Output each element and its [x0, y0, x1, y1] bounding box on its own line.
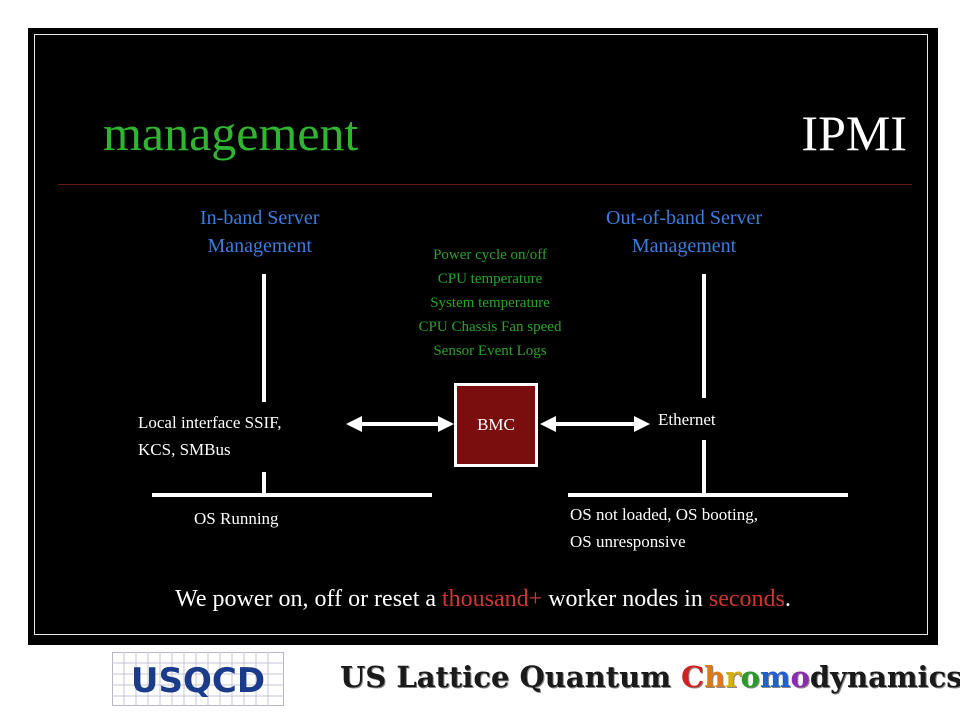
slide: management IPMI In-band Server Managemen…	[28, 28, 938, 645]
out-of-band-label-line1: Out-of-band Server	[606, 207, 763, 229]
title-divider	[58, 184, 912, 185]
footer-text-pre: US Lattice Quantum	[340, 660, 682, 694]
usqcd-logo-text: USQCD	[131, 661, 265, 701]
in-band-connector-bottom	[262, 472, 266, 494]
sentence-highlight-seconds: seconds	[708, 586, 785, 612]
local-interface-line1: Local interface SSIF,	[138, 413, 282, 432]
bmc-feature: System temperature	[430, 295, 550, 311]
os-running-label: OS Running	[194, 509, 279, 528]
os-not-loaded-line1: OS not loaded, OS booting,	[570, 505, 758, 524]
out-of-band-connector-bottom	[702, 440, 706, 494]
bmc-feature: CPU temperature	[437, 271, 543, 287]
sentence-part1: We power on, off or reset a	[175, 586, 443, 612]
bmc-feature: Sensor Event Logs	[433, 343, 547, 359]
left-double-arrow	[346, 416, 454, 432]
bottom-sentence: We power on, off or reset a thousand+ wo…	[28, 586, 938, 613]
os-not-loaded-label: OS not loaded, OS booting, OS unresponsi…	[570, 501, 758, 555]
footer-title: US Lattice Quantum Chromodynamics	[340, 660, 960, 694]
out-of-band-connector-top	[702, 274, 706, 398]
slide-border	[34, 34, 928, 635]
usqcd-logo: USQCD	[112, 652, 284, 706]
bmc-box: BMC	[454, 383, 538, 467]
connection-arrows	[346, 416, 650, 432]
sentence-highlight-thousand: thousand+	[442, 586, 543, 612]
local-interface-line2: KCS, SMBus	[138, 440, 231, 460]
in-band-bus	[152, 493, 432, 497]
in-band-label: In-band Server Management	[200, 204, 319, 260]
title-management: management	[103, 105, 359, 161]
sentence-part3: .	[784, 586, 791, 612]
out-of-band-label-line2: Management	[631, 235, 737, 257]
chromo-letter: o	[740, 660, 760, 694]
in-band-connector-top	[262, 274, 266, 402]
chromo-letter: m	[759, 660, 791, 694]
bmc-feature: CPU Chassis Fan speed	[418, 319, 562, 335]
in-band-label-line1: In-band Server	[200, 207, 320, 229]
ethernet-label: Ethernet	[658, 410, 716, 429]
bmc-feature-list: Power cycle on/off CPU temperature Syste…	[388, 243, 592, 363]
chromo-letter: o	[790, 660, 810, 694]
out-of-band-bus	[568, 493, 848, 497]
out-of-band-label: Out-of-band Server Management	[606, 204, 762, 260]
bmc-feature: Power cycle on/off	[433, 247, 547, 263]
os-not-loaded-line2: OS unresponsive	[570, 532, 686, 552]
footer-text-post: dynamics	[809, 660, 960, 694]
bmc-label: BMC	[477, 415, 515, 434]
in-band-label-line2: Management	[207, 235, 312, 257]
chromo-letter: r	[725, 660, 741, 694]
right-double-arrow	[540, 416, 650, 432]
sentence-part2: worker nodes in	[542, 586, 709, 612]
title-ipmi: IPMI	[801, 105, 907, 161]
chromo-letter: C	[681, 660, 705, 694]
local-interface-label: Local interface SSIF, KCS, SMBus	[138, 409, 282, 463]
chromo-letter: h	[704, 660, 726, 694]
